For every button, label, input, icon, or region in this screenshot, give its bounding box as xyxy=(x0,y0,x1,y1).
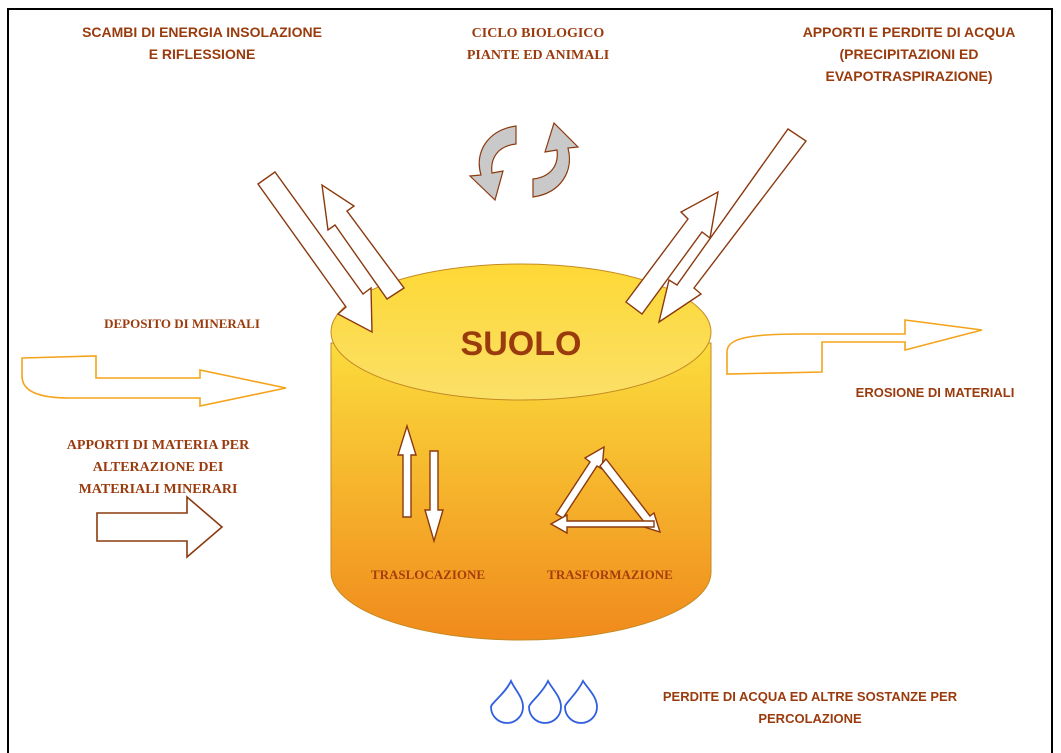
water-drop-3 xyxy=(564,679,598,724)
label-mineral-deposit: DEPOSITO DI MINERALI xyxy=(104,316,260,331)
transform-arrow-bottom xyxy=(549,513,655,535)
label-water-input-loss: APPORTI E PERDITE DI ACQUA (PRECIPITAZIO… xyxy=(802,24,1016,84)
label-energy-exchange: SCAMBI DI ENERGIA INSOLAZIONE E RIFLESSI… xyxy=(82,24,322,62)
water-arrows xyxy=(625,128,808,324)
biological-cycle-icon xyxy=(468,121,580,202)
cycle-arrow-right xyxy=(532,121,580,198)
transformation-icon xyxy=(549,445,662,535)
water-drops-icon xyxy=(490,678,598,724)
label-erosion: EROSIONE DI MATERIALI xyxy=(855,385,1015,400)
mineral-input-arrow xyxy=(96,495,224,559)
cylinder-title: SUOLO xyxy=(460,325,582,363)
cylinder-top xyxy=(330,263,712,401)
transform-arrow-right xyxy=(599,457,662,534)
label-mineral-alteration: APPORTI DI MATERIA PER ALTERAZIONE DEI M… xyxy=(66,438,250,497)
water-in-arrow xyxy=(657,128,808,324)
diagram-frame xyxy=(7,8,1053,753)
cylinder-body xyxy=(330,342,712,641)
label-translocation: TRASLOCAZIONE xyxy=(370,567,486,582)
deposit-arrow xyxy=(21,355,287,407)
water-drop-1 xyxy=(490,678,524,724)
energy-in-arrow xyxy=(257,171,373,334)
translocation-icon xyxy=(397,423,444,544)
water-drop-2 xyxy=(528,679,562,724)
energy-arrows xyxy=(257,171,406,334)
translocation-down-arrow xyxy=(424,450,444,544)
translocation-up-arrow xyxy=(397,423,417,518)
cycle-arrow-left xyxy=(468,125,517,202)
energy-out-arrow xyxy=(321,183,406,300)
transform-arrow-left xyxy=(555,445,605,519)
label-percolation-loss: PERDITE DI ACQUA ED ALTRE SOSTANZE PER P… xyxy=(662,689,958,726)
water-out-arrow xyxy=(625,190,719,315)
label-transformation: TRASFORMAZIONE xyxy=(547,567,673,582)
erosion-arrow xyxy=(726,319,983,375)
label-biological-cycle: CICLO BIOLOGICO PIANTE ED ANIMALI xyxy=(466,26,610,63)
soil-cylinder xyxy=(330,263,712,641)
